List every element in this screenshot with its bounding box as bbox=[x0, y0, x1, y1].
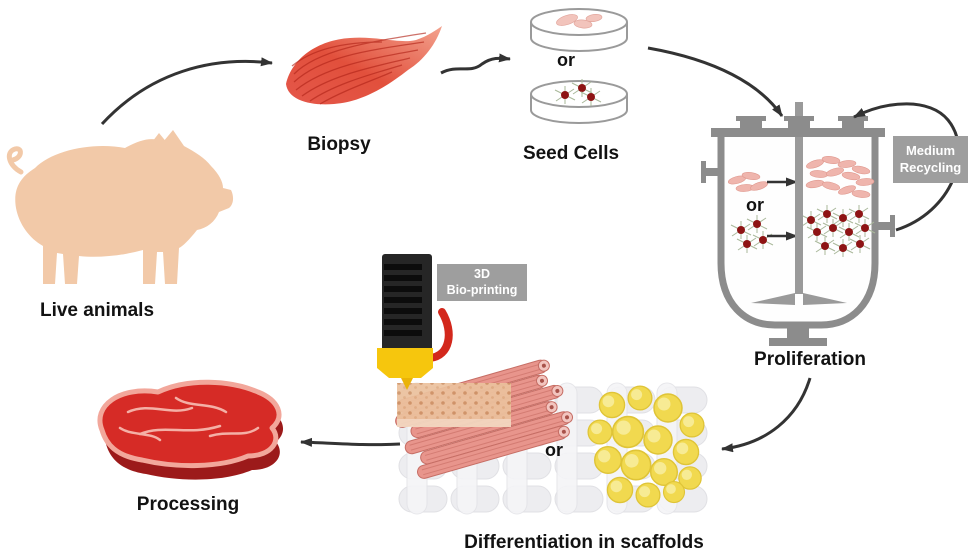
printed-strip bbox=[397, 383, 511, 427]
biopsy-muscle-icon bbox=[286, 26, 442, 105]
print-nozzle bbox=[377, 348, 433, 378]
petri-dish-suspension-cells bbox=[530, 78, 628, 124]
medium-recycling-badge: Medium Recycling bbox=[893, 136, 968, 183]
arrow-medium-recycling-loop bbox=[853, 102, 961, 232]
biopsy-label: Biopsy bbox=[307, 134, 371, 155]
lid-ports bbox=[736, 116, 868, 128]
arrow-biopsy-to-seed-cells bbox=[440, 53, 511, 75]
medium-recycling-line2: Recycling bbox=[899, 159, 962, 175]
or-label-bioreactor: or bbox=[746, 195, 764, 215]
differentiation-label: Differentiation in scaffolds bbox=[464, 532, 704, 553]
processing-label: Processing bbox=[136, 494, 240, 515]
meat-icon bbox=[97, 379, 284, 480]
impeller bbox=[751, 293, 847, 305]
live-animals-label: Live animals bbox=[39, 300, 155, 321]
arrow-scaffolds-to-processing bbox=[300, 437, 401, 447]
seed-cells-label: Seed Cells bbox=[522, 143, 620, 164]
or-label-scaffold: or bbox=[545, 440, 563, 460]
pig-icon bbox=[6, 130, 234, 284]
bioprinting-line1: 3D bbox=[474, 266, 490, 281]
arrow-seed-cells-to-bioreactor bbox=[647, 46, 784, 117]
reactor-base bbox=[769, 326, 827, 346]
bioreactor-icon bbox=[701, 102, 895, 346]
medium-recycling-line1: Medium bbox=[905, 143, 956, 159]
petri-dish-adherent-cells bbox=[530, 8, 628, 52]
bio-ink-tube bbox=[426, 308, 453, 362]
proliferation-label: Proliferation bbox=[754, 349, 866, 370]
bioprinting-line2: Bio-printing bbox=[446, 282, 518, 297]
meat-marbling bbox=[118, 396, 260, 442]
or-label-seed-cells: or bbox=[557, 50, 575, 70]
muscle-cell-clusters bbox=[556, 14, 603, 29]
arrow-animals-to-biopsy bbox=[100, 57, 273, 126]
side-ports bbox=[701, 161, 895, 237]
pig-tail bbox=[6, 146, 24, 175]
bioprinter-icon bbox=[377, 254, 453, 390]
arrow-proliferation-to-scaffolds bbox=[721, 377, 812, 453]
stirrer-shaft bbox=[795, 102, 803, 294]
bioprinting-badge: 3D Bio-printing bbox=[437, 264, 527, 301]
